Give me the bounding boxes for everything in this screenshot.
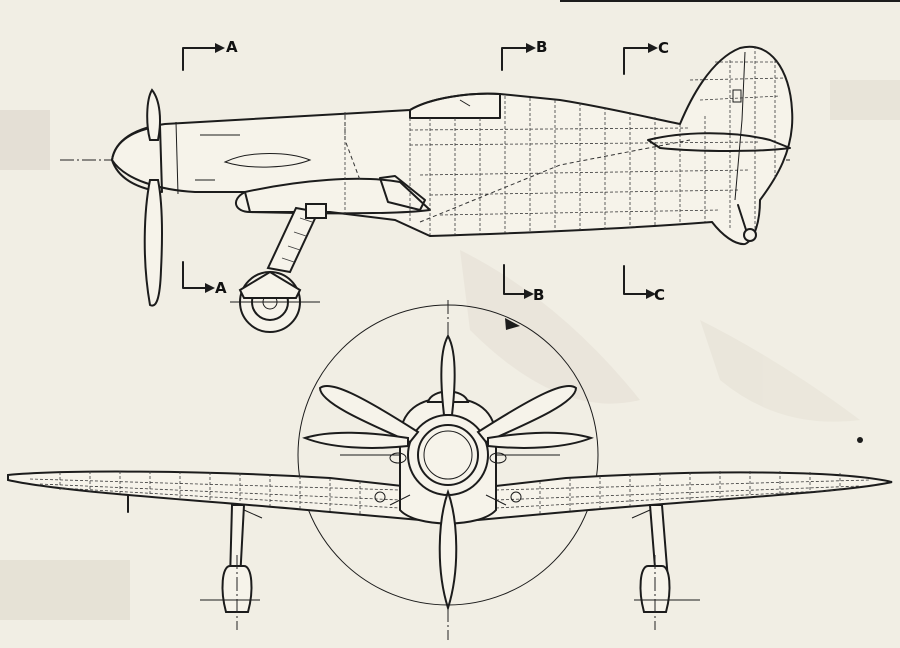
internal-frame — [344, 115, 361, 181]
propeller-blade-right — [487, 431, 594, 449]
section-marker-c-bottom: C — [623, 265, 665, 304]
exhaust-right — [489, 452, 507, 464]
cowling-ring — [407, 414, 489, 496]
rotation-arrow — [505, 318, 520, 330]
section-b-label-top: B — [536, 38, 547, 56]
section-marker-b-top: B — [501, 38, 547, 71]
gear-door-right — [631, 509, 651, 519]
section-marker-b-bottom: B — [503, 264, 544, 304]
wing-gun-port-left — [374, 491, 386, 503]
propeller-blade-upper-left — [318, 384, 420, 444]
section-a-label-top: A — [226, 38, 238, 56]
rudder-hinge — [734, 51, 746, 201]
strut-line — [485, 494, 507, 506]
section-c-label-top: C — [658, 39, 669, 57]
canopy-frame — [459, 99, 471, 107]
ink-spot — [857, 437, 863, 443]
wing-structure-grid — [29, 471, 871, 515]
section-marker-c-top: C — [623, 39, 669, 75]
propeller-spinner — [111, 125, 163, 193]
propeller-blade-bottom — [438, 489, 458, 612]
exhaust-left — [389, 452, 407, 464]
wheel-fairing — [238, 270, 302, 299]
side-view — [60, 45, 794, 333]
wing-gun-port-right — [510, 491, 522, 503]
canopy — [409, 92, 501, 119]
propeller-blade-top — [440, 333, 456, 416]
tailplane-side — [647, 132, 791, 152]
gear-door-left — [243, 509, 263, 519]
radiator-intake — [379, 175, 426, 211]
propeller-blade-upper-right — [476, 384, 578, 444]
strut-line — [389, 494, 411, 506]
section-marker-a-bottom: A — [182, 261, 227, 297]
gear-door — [305, 203, 327, 219]
cowling-inner-ring — [417, 424, 479, 486]
spinner-front — [423, 430, 473, 480]
propeller-blade-side — [143, 88, 163, 307]
section-marker-a-top: A — [182, 38, 238, 71]
gear-leg-hatching — [281, 217, 313, 263]
rudder-trim-tab — [732, 89, 742, 103]
internal-brace — [419, 139, 691, 223]
section-markers: A A B B C C — [182, 38, 669, 304]
section-a-label-bottom: A — [215, 279, 227, 297]
cowling-edge — [175, 121, 179, 195]
section-c-label-bottom: C — [654, 286, 665, 304]
exhaust-stacks — [223, 153, 312, 168]
tailwheel — [743, 228, 757, 242]
front-view — [7, 300, 893, 640]
section-b-label-bottom: B — [533, 286, 544, 304]
propeller-blade-left — [302, 431, 409, 449]
